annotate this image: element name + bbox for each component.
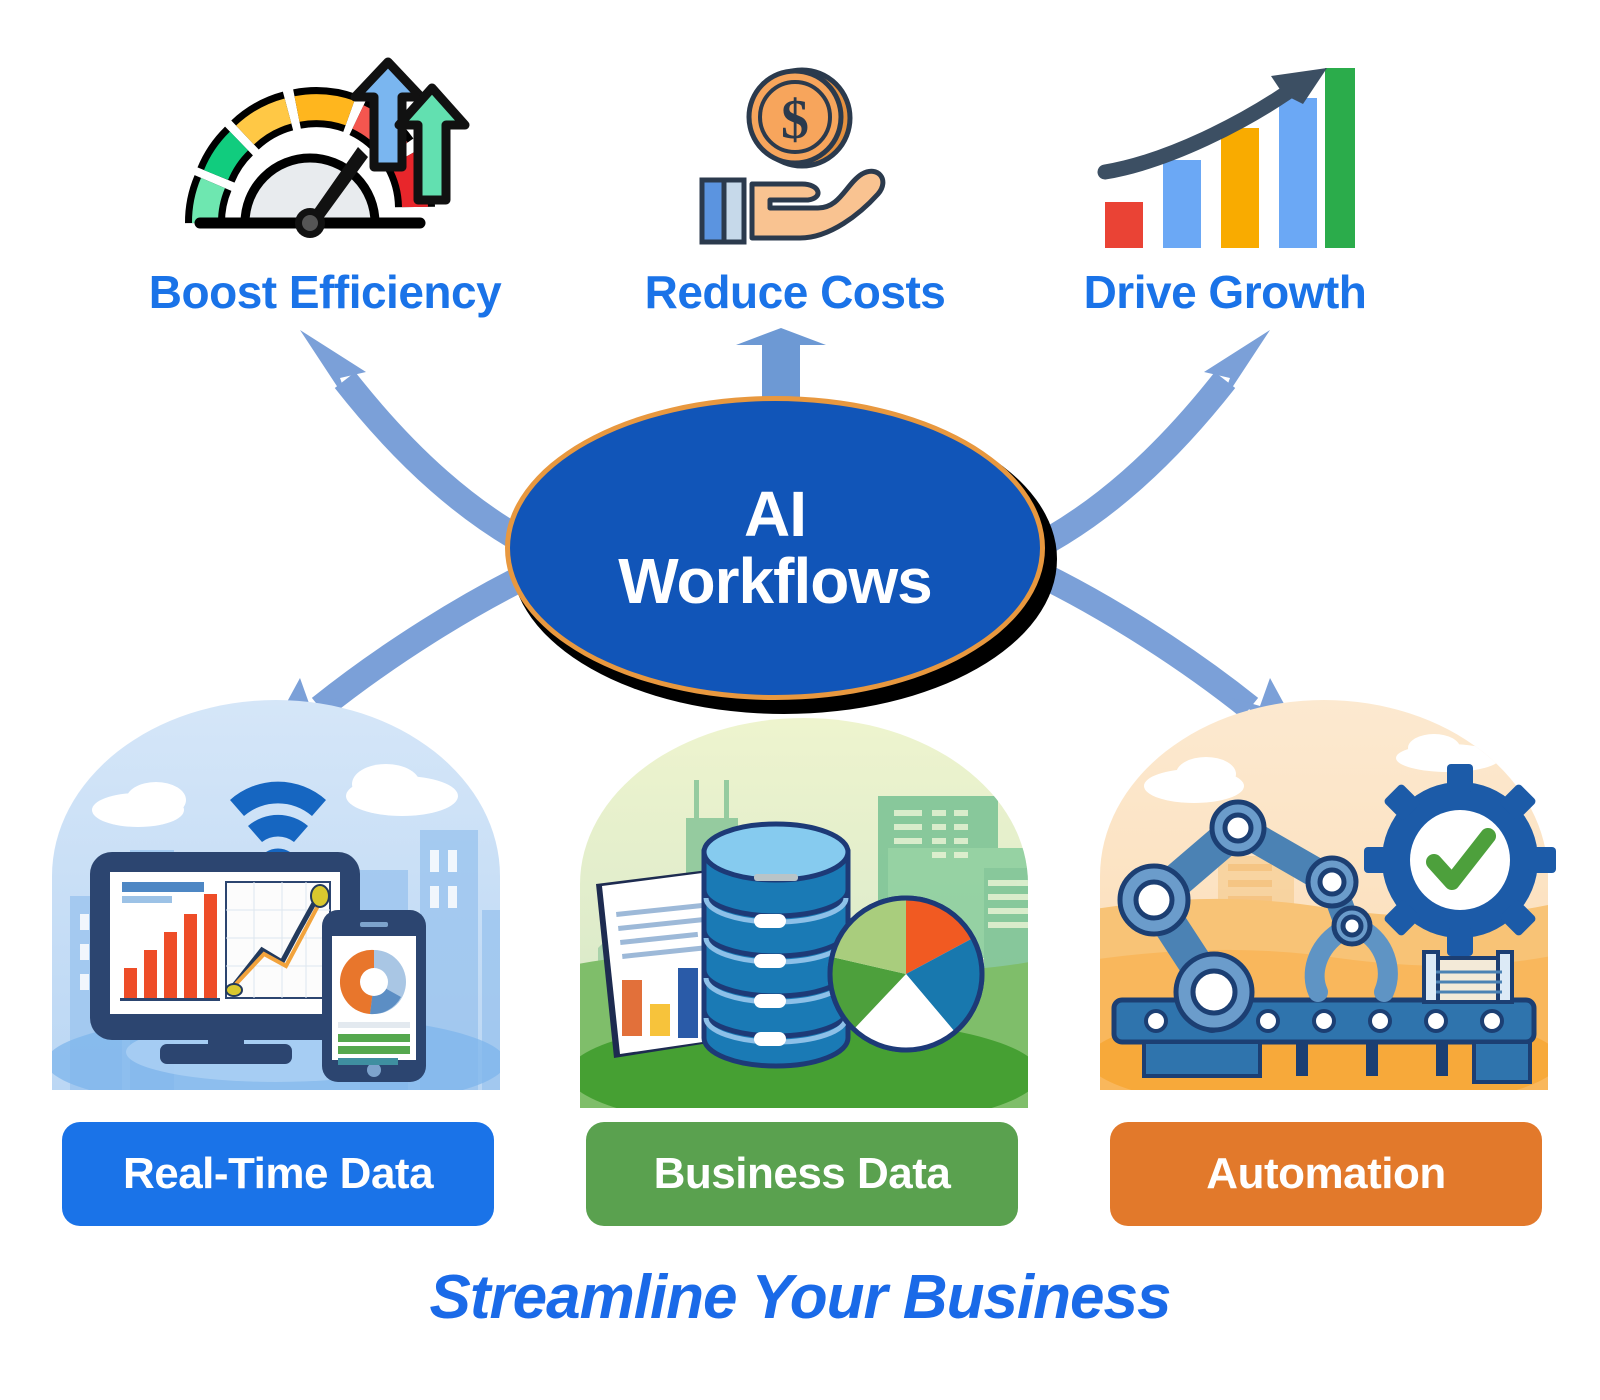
center-label: AI Workflows <box>618 477 932 617</box>
center-label-line2: Workflows <box>618 545 932 617</box>
svg-text:$: $ <box>781 89 809 151</box>
robot-arm-icon <box>1117 799 1398 1033</box>
donut-chart <box>339 949 406 1015</box>
hand-holding-dollar-coin-icon: $ <box>699 67 886 245</box>
pill-label: Business Data <box>653 1149 951 1198</box>
panel-automation <box>1078 700 1570 1090</box>
center-ellipse: AI Workflows <box>505 396 1045 700</box>
pill-label: Automation <box>1206 1149 1446 1198</box>
panel-business-data <box>558 718 1050 1108</box>
center-node-ai-workflows[interactable]: AI Workflows <box>505 396 1057 714</box>
panel-real-time-data <box>30 700 522 1090</box>
benefit-label-reduce-costs: Reduce Costs <box>644 266 946 318</box>
benefit-label-drive-growth: Drive Growth <box>1083 266 1367 318</box>
pill-label: Real-Time Data <box>122 1149 434 1198</box>
speedometer-arrows-icon <box>185 57 470 238</box>
bar-chart-rising-arrow-icon <box>1097 68 1355 248</box>
pill-automation[interactable]: Automation <box>1110 1122 1542 1226</box>
pill-business-data[interactable]: Business Data <box>586 1122 1018 1226</box>
pill-real-time-data[interactable]: Real-Time Data <box>62 1122 494 1226</box>
benefit-label-boost-efficiency: Boost Efficiency <box>148 266 502 318</box>
center-label-line1: AI <box>744 477 807 550</box>
document-with-chart <box>596 870 730 1058</box>
gear-check-icon <box>1364 764 1556 956</box>
package-box <box>1422 950 1514 1004</box>
wifi-icon <box>230 781 326 870</box>
arrow-to-reduce-costs-icon <box>736 328 826 420</box>
tagline: Streamline Your Business <box>429 1263 1172 1332</box>
database-icon <box>701 821 851 1069</box>
pie-chart <box>827 895 985 1053</box>
